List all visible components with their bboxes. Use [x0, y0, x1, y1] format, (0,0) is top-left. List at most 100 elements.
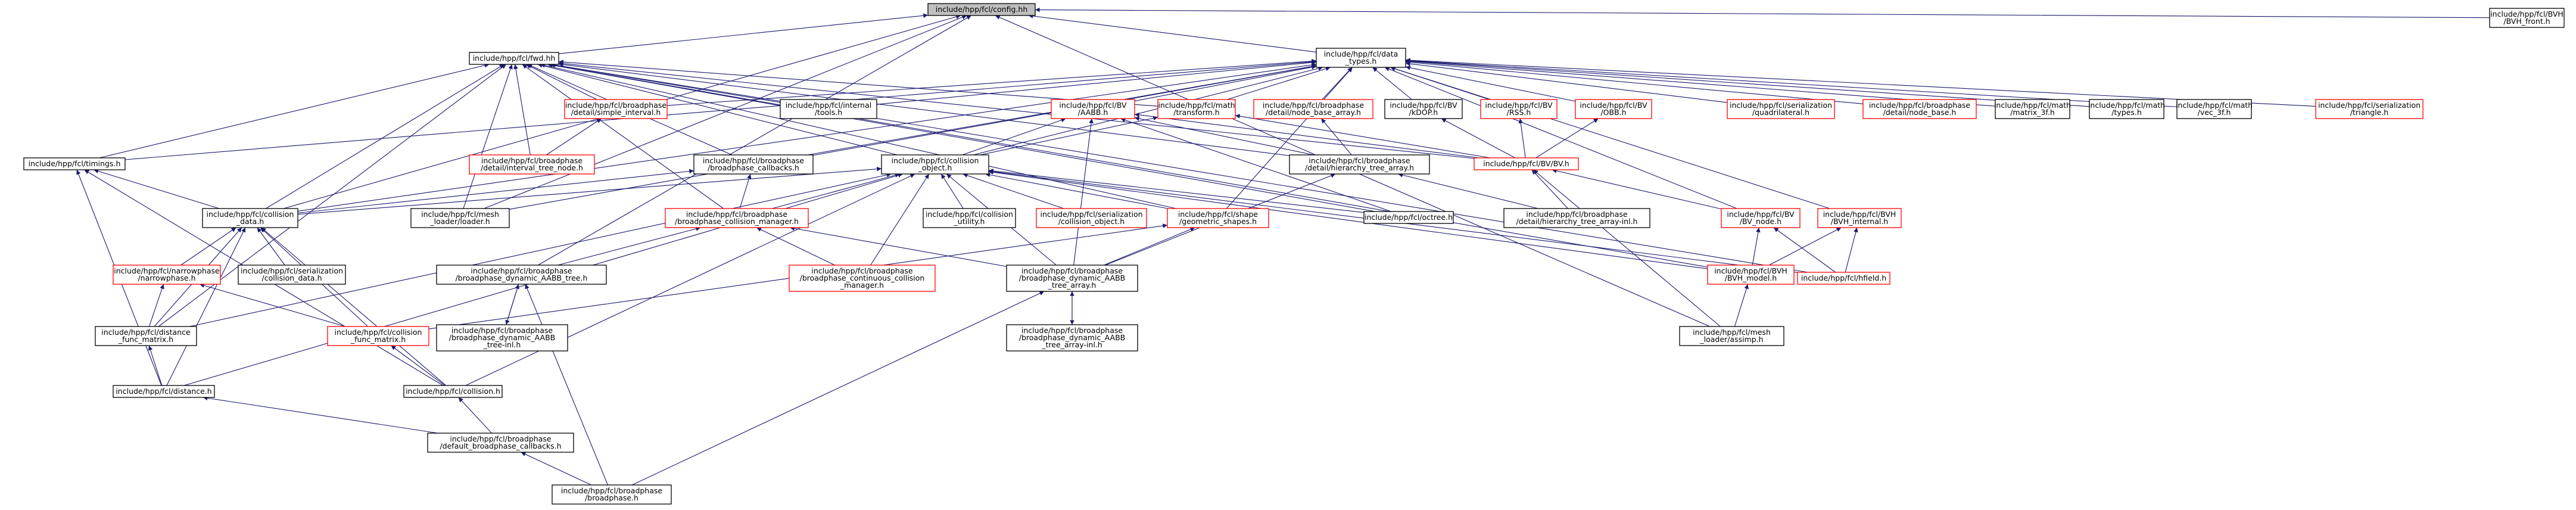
node-vec-3f[interactable]: include/hpp/fcl/math/vec_3f.h	[2176, 99, 2253, 119]
node-bp-dyn-aabb-tree-array-inl[interactable]: include/hpp/fcl/broadphase/broadphase_dy…	[1006, 324, 1138, 352]
edge-collision-object-to-aabb	[962, 117, 1066, 156]
node-timings[interactable]: include/hpp/fcl/timings.h	[23, 157, 126, 170]
edge-collision-data-to-collision-object	[297, 166, 882, 215]
edge-octree-to-fwd	[547, 63, 1375, 212]
edge-bvh-model-to-fwd	[548, 63, 1708, 268]
edge-ser-coll-data-to-collision-data	[257, 227, 285, 266]
node-matrix-3f[interactable]: include/hpp/fcl/math/matrix_3f.h	[1994, 99, 2071, 119]
node-ser-coll-data[interactable]: include/hpp/fcl/serialization/collision_…	[238, 265, 346, 285]
edge-octree-to-collision-object	[988, 169, 1365, 213]
node-bp-dyn-aabb-tree-inl[interactable]: include/hpp/fcl/broadphase/broadphase_dy…	[436, 324, 568, 352]
node-label: include/hpp/fcl/BV	[1390, 101, 1457, 110]
node-hier-tree-array[interactable]: include/hpp/fcl/broadphase/detail/hierar…	[1289, 154, 1430, 175]
node-label: /detail/interval_tree_node.h	[481, 163, 583, 172]
edge-geom-shapes-to-collision-object	[985, 172, 1168, 209]
node-bp-dyn-aabb-tree-array[interactable]: include/hpp/fcl/broadphase/broadphase_dy…	[1006, 265, 1138, 292]
node-label: include/hpp/fcl/serialization	[2318, 101, 2421, 110]
node-bp-dyn-aabb-tree[interactable]: include/hpp/fcl/broadphase/broadphase_dy…	[436, 265, 607, 285]
node-box	[113, 385, 215, 398]
node-kdop[interactable]: include/hpp/fcl/BV/kDOP.h	[1384, 99, 1463, 119]
node-label: include/hpp/fcl/fwd.hh	[473, 54, 556, 63]
node-label: include/hpp/fcl/broadphase	[1021, 326, 1123, 335]
node-label: _manager.h	[840, 281, 884, 290]
edge-ser-quad-to-data-types	[1405, 61, 1728, 103]
node-narrowphase[interactable]: include/hpp/fcl/narrowphase/narrowphase.…	[113, 265, 221, 285]
edge-kdop-to-data-types	[1372, 67, 1412, 100]
node-coll-func-matrix[interactable]: include/hpp/fcl/collision_func_matrix.h	[327, 326, 429, 346]
node-label: /geometric_shapes.h	[1179, 217, 1257, 226]
node-mesh-assimp[interactable]: include/hpp/fcl/mesh_loader/assimp.h	[1679, 326, 1784, 346]
node-label: include/hpp/fcl/BVH	[2490, 10, 2563, 18]
node-bv-node[interactable]: include/hpp/fcl/BV/BV_node.h	[1721, 208, 1801, 228]
node-label: include/hpp/fcl/narrowphase	[114, 266, 220, 275]
edge-bv-to-transform	[1235, 114, 1491, 158]
node-label: include/hpp/fcl/BV/BV.h	[1483, 159, 1569, 168]
node-hier-tree-array-inl[interactable]: include/hpp/fcl/broadphase/detail/hierar…	[1503, 208, 1650, 228]
node-config[interactable]: include/hpp/fcl/config.hh	[927, 3, 1036, 16]
edge-bp-dyn-aabb-tree-array-to-aabb	[1073, 118, 1094, 266]
node-mesh-loader[interactable]: include/hpp/fcl/mesh_loader/loader.h	[410, 208, 510, 228]
node-label: include/hpp/fcl/BV	[1727, 210, 1795, 219]
node-box	[780, 99, 877, 119]
node-bvh-model[interactable]: include/hpp/fcl/BVH/BVH_model.h	[1707, 265, 1795, 285]
node-box	[469, 52, 559, 65]
node-label: _utility.h	[954, 217, 985, 226]
node-hfield[interactable]: include/hpp/fcl/hfield.h	[1797, 272, 1890, 285]
edge-fwd-to-config	[558, 13, 929, 54]
node-collision-object[interactable]: include/hpp/fcl/collision_object.h	[881, 154, 989, 175]
node-bp-coll-mgr[interactable]: include/hpp/fcl/broadphase/broadphase_co…	[665, 208, 809, 228]
node-ser-quad[interactable]: include/hpp/fcl/serialization/quadrilate…	[1727, 99, 1835, 119]
node-rss[interactable]: include/hpp/fcl/BV/RSS.h	[1480, 99, 1558, 119]
node-ser-coll-obj[interactable]: include/hpp/fcl/serialization/collision_…	[1036, 208, 1147, 228]
node-aabb[interactable]: include/hpp/fcl/BV/AABB.h	[1051, 99, 1135, 119]
node-default-bp-callbacks[interactable]: include/hpp/fcl/broadphase/default_broad…	[427, 433, 574, 453]
edge-mesh-loader-to-data-types	[509, 64, 1317, 210]
node-fwd[interactable]: include/hpp/fcl/fwd.hh	[469, 52, 559, 65]
node-bv[interactable]: include/hpp/fcl/BV/BV.h	[1474, 157, 1579, 170]
node-distance[interactable]: include/hpp/fcl/distance.h	[113, 385, 215, 398]
node-bvh-internal[interactable]: include/hpp/fcl/BVH/BVH_internal.h	[1817, 208, 1902, 228]
node-box	[923, 208, 1016, 228]
node-octree[interactable]: include/hpp/fcl/octree.h	[1363, 211, 1454, 224]
node-dist-func-matrix[interactable]: include/hpp/fcl/distance_func_matrix.h	[95, 326, 197, 346]
edge-bv-to-fwd	[558, 61, 1475, 159]
node-label: include/hpp/fcl/serialization	[1040, 210, 1142, 219]
edge-mesh-assimp-to-bvh-model	[1734, 284, 1749, 327]
node-collision[interactable]: include/hpp/fcl/collision.h	[403, 385, 503, 398]
node-math-types[interactable]: include/hpp/fcl/math/types.h	[2088, 99, 2165, 119]
node-data-types[interactable]: include/hpp/fcl/data_types.h	[1316, 48, 1406, 68]
node-collision-data[interactable]: include/hpp/fcl/collision_data.h	[202, 208, 298, 228]
edge-interval-tree-node-to-fwd	[513, 64, 531, 156]
node-label: /narrowphase.h	[138, 273, 195, 282]
node-label: _loader/assimp.h	[1699, 335, 1763, 344]
edge-collision-data-to-timings	[94, 169, 220, 209]
edge-broadphase-to-bp-dyn-aabb-tree	[525, 284, 608, 486]
edge-bv-node-to-bv	[1552, 168, 1722, 210]
node-bp-callbacks[interactable]: include/hpp/fcl/broadphase/broadphase_ca…	[693, 154, 814, 175]
node-broadphase[interactable]: include/hpp/fcl/broadphase/broadphase.h	[552, 484, 672, 505]
edge-bp-dyn-aabb-tree-to-bp-dyn-aabb-tree-inl	[505, 284, 519, 325]
node-bvh-front[interactable]: include/hpp/fcl/BVH/BVH_front.h	[2489, 8, 2565, 28]
node-box	[2176, 99, 2252, 119]
node-bp-cont-coll-mgr[interactable]: include/hpp/fcl/broadphase/broadphase_co…	[789, 265, 936, 292]
node-simple-interval[interactable]: include/hpp/fcl/broadphase/detail/simple…	[564, 99, 668, 119]
node-coll-utility[interactable]: include/hpp/fcl/collision_utility.h	[923, 208, 1016, 228]
node-box	[1036, 208, 1147, 228]
node-obb[interactable]: include/hpp/fcl/BV/OBB.h	[1575, 99, 1652, 119]
node-internal-tools[interactable]: include/hpp/fcl/internal/tools.h	[780, 99, 877, 119]
node-ser-triangle[interactable]: include/hpp/fcl/serialization/triangle.h	[2315, 99, 2424, 119]
edge-octree-to-aabb	[1120, 117, 1392, 212]
node-node-base[interactable]: include/hpp/fcl/broadphase/detail/node_b…	[1862, 99, 1977, 119]
node-interval-tree-node[interactable]: include/hpp/fcl/broadphase/detail/interv…	[469, 154, 595, 175]
node-box	[1817, 208, 1902, 228]
node-label: include/hpp/fcl/BV	[1485, 101, 1553, 110]
node-label: include/hpp/fcl/octree.h	[1365, 213, 1453, 222]
edge-bp-cont-coll-mgr-to-bp-coll-mgr	[756, 227, 835, 266]
node-label: /broadphase_dynamic_AABB	[1019, 273, 1126, 282]
node-transform[interactable]: include/hpp/fcl/math/transform.h	[1157, 99, 1236, 119]
edge-bp-dyn-aabb-tree-to-config	[538, 15, 971, 266]
node-box	[1157, 99, 1236, 119]
edge-hier-tree-array-to-node-base-array	[1320, 118, 1352, 156]
node-node-base-array[interactable]: include/hpp/fcl/broadphase/detail/node_b…	[1253, 99, 1373, 119]
node-geom-shapes[interactable]: include/hpp/fcl/shape/geometric_shapes.h	[1167, 208, 1269, 228]
